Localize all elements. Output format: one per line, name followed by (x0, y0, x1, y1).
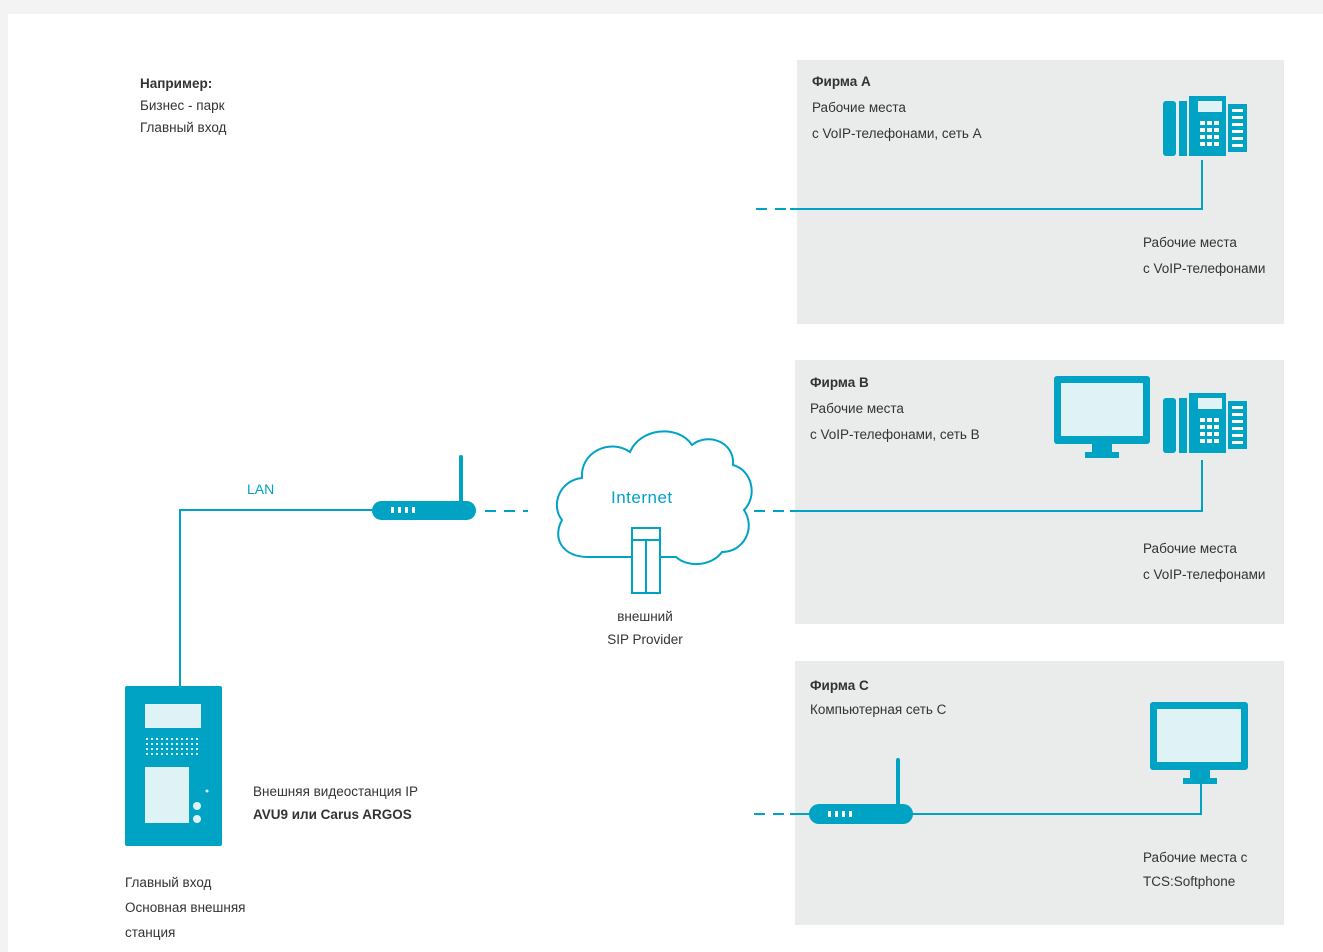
firm-c-line (912, 782, 1202, 815)
station-model-name: AVU9 или Carus ARGOS (253, 807, 412, 822)
monitor-icon (1150, 702, 1248, 784)
firm-b-line: с VoIP-телефонами, сеть B (810, 427, 980, 442)
firm-b-workplace: с VoIP-телефонами (1143, 567, 1266, 582)
voip-phone-icon (1163, 96, 1247, 156)
firm-b-line (790, 460, 1203, 512)
provider-label: внешний (617, 609, 673, 624)
cloud-icon (555, 430, 753, 565)
firm-c-workplace: TCS:Softphone (1143, 874, 1236, 889)
firm-c-line: Компьютерная сеть C (810, 702, 947, 717)
router-icon (809, 758, 913, 824)
station-caption: Главный вход (125, 875, 212, 890)
station-caption: Основная внешняя (125, 900, 246, 915)
station-model: Внешняя видеостанция IP (253, 784, 419, 799)
firm-b-workplace: Рабочие места (1143, 541, 1237, 556)
firm-b-line: Рабочие места (810, 401, 904, 416)
example-line: Бизнес - парк (140, 98, 225, 113)
firm-c-workplace: Рабочие места с (1143, 850, 1248, 865)
example-line: Главный вход (140, 120, 227, 135)
voip-phone-icon (1163, 393, 1247, 453)
monitor-icon (1054, 376, 1150, 458)
door-station-icon (125, 686, 222, 846)
firm-a-line: Рабочие места (812, 100, 906, 115)
provider-label: SIP Provider (607, 632, 683, 647)
firm-a-line: с VoIP-телефонами, сеть A (812, 126, 982, 141)
lan-label: LAN (247, 481, 275, 497)
firm-a-title: Фирма A (812, 74, 871, 89)
firm-c-title: Фирма C (810, 678, 869, 693)
router-icon (372, 455, 476, 520)
firm-a-workplace: Рабочие места (1143, 235, 1237, 250)
server-icon (631, 527, 661, 594)
station-caption: станция (125, 925, 176, 940)
firm-a-workplace: с VoIP-телефонами (1143, 261, 1266, 276)
lan-line (179, 509, 372, 686)
internet-label: Internet (611, 488, 673, 507)
firm-a-line (790, 160, 1203, 210)
firm-b-title: Фирма B (810, 375, 869, 390)
example-heading: Например: (140, 76, 213, 91)
